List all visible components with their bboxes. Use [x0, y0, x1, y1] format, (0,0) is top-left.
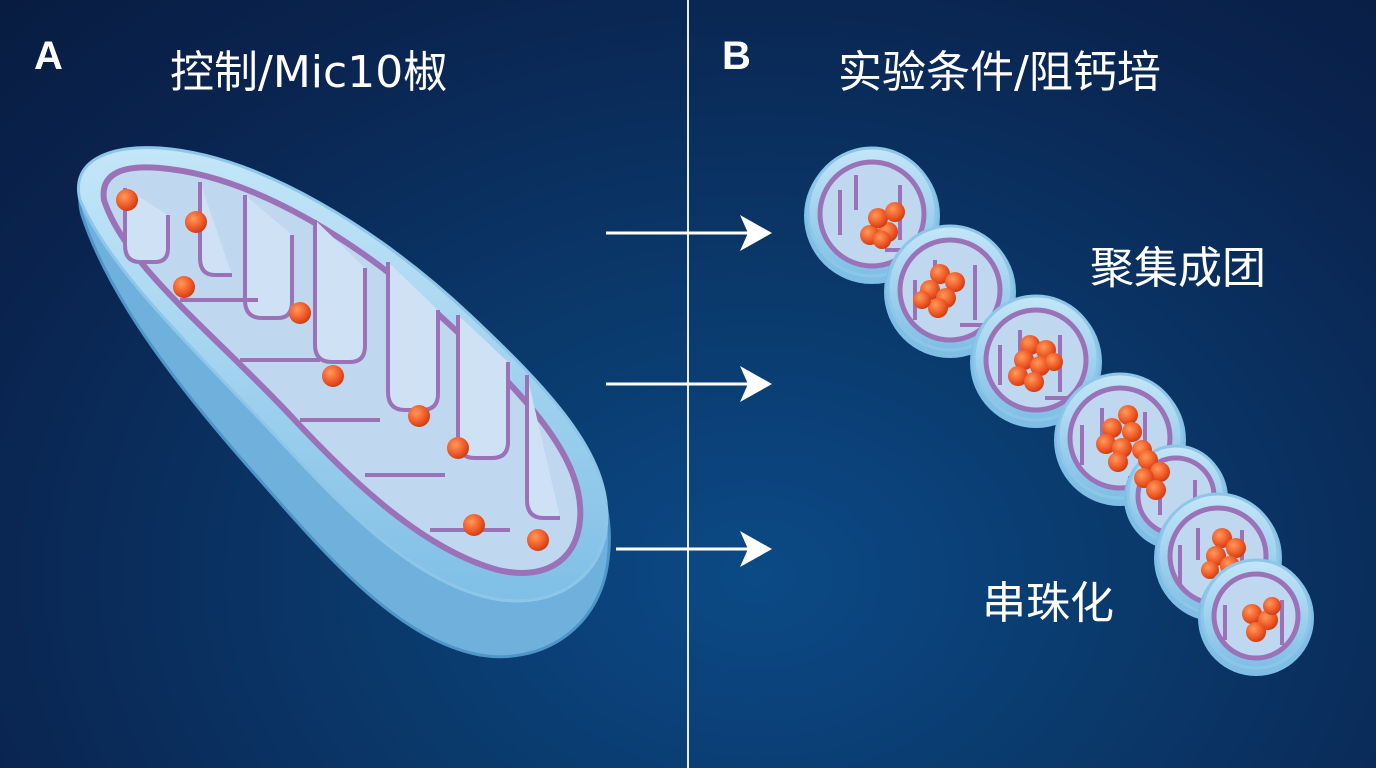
particle-cluster: [1134, 450, 1170, 500]
particle: [527, 529, 549, 551]
particle: [322, 365, 344, 387]
cristae: [123, 182, 560, 532]
bead-segment: [970, 294, 1102, 428]
particle-cluster: [860, 202, 905, 249]
panel-b-title: 实验条件/阻钙培: [838, 47, 1161, 98]
beaded-mitochondrion: [804, 146, 1314, 676]
particle-cluster: [1008, 335, 1063, 392]
panel-a-title: 控制/Mic10椒: [170, 47, 448, 98]
transition-arrows: [606, 215, 772, 567]
particle: [289, 302, 311, 324]
bead-segment: [1198, 558, 1314, 676]
particle: [185, 211, 207, 233]
particle: [447, 437, 469, 459]
particle: [116, 189, 138, 211]
arrow-head: [740, 366, 772, 402]
particle-cluster: [1201, 528, 1246, 579]
particle-cluster: [913, 264, 965, 318]
particle: [463, 514, 485, 536]
arrow-head: [740, 531, 772, 567]
panel-b-letter: B: [722, 34, 751, 78]
arrow-head: [740, 215, 772, 251]
control-particles: [116, 189, 549, 551]
particle: [408, 405, 430, 427]
aggregation-label: 聚集成团: [1090, 243, 1266, 294]
panel-a-letter: A: [34, 34, 63, 78]
particle-cluster: [1242, 597, 1281, 642]
control-mitochondrion: [77, 146, 611, 659]
beading-label: 串珠化: [982, 578, 1114, 629]
particle: [173, 276, 195, 298]
